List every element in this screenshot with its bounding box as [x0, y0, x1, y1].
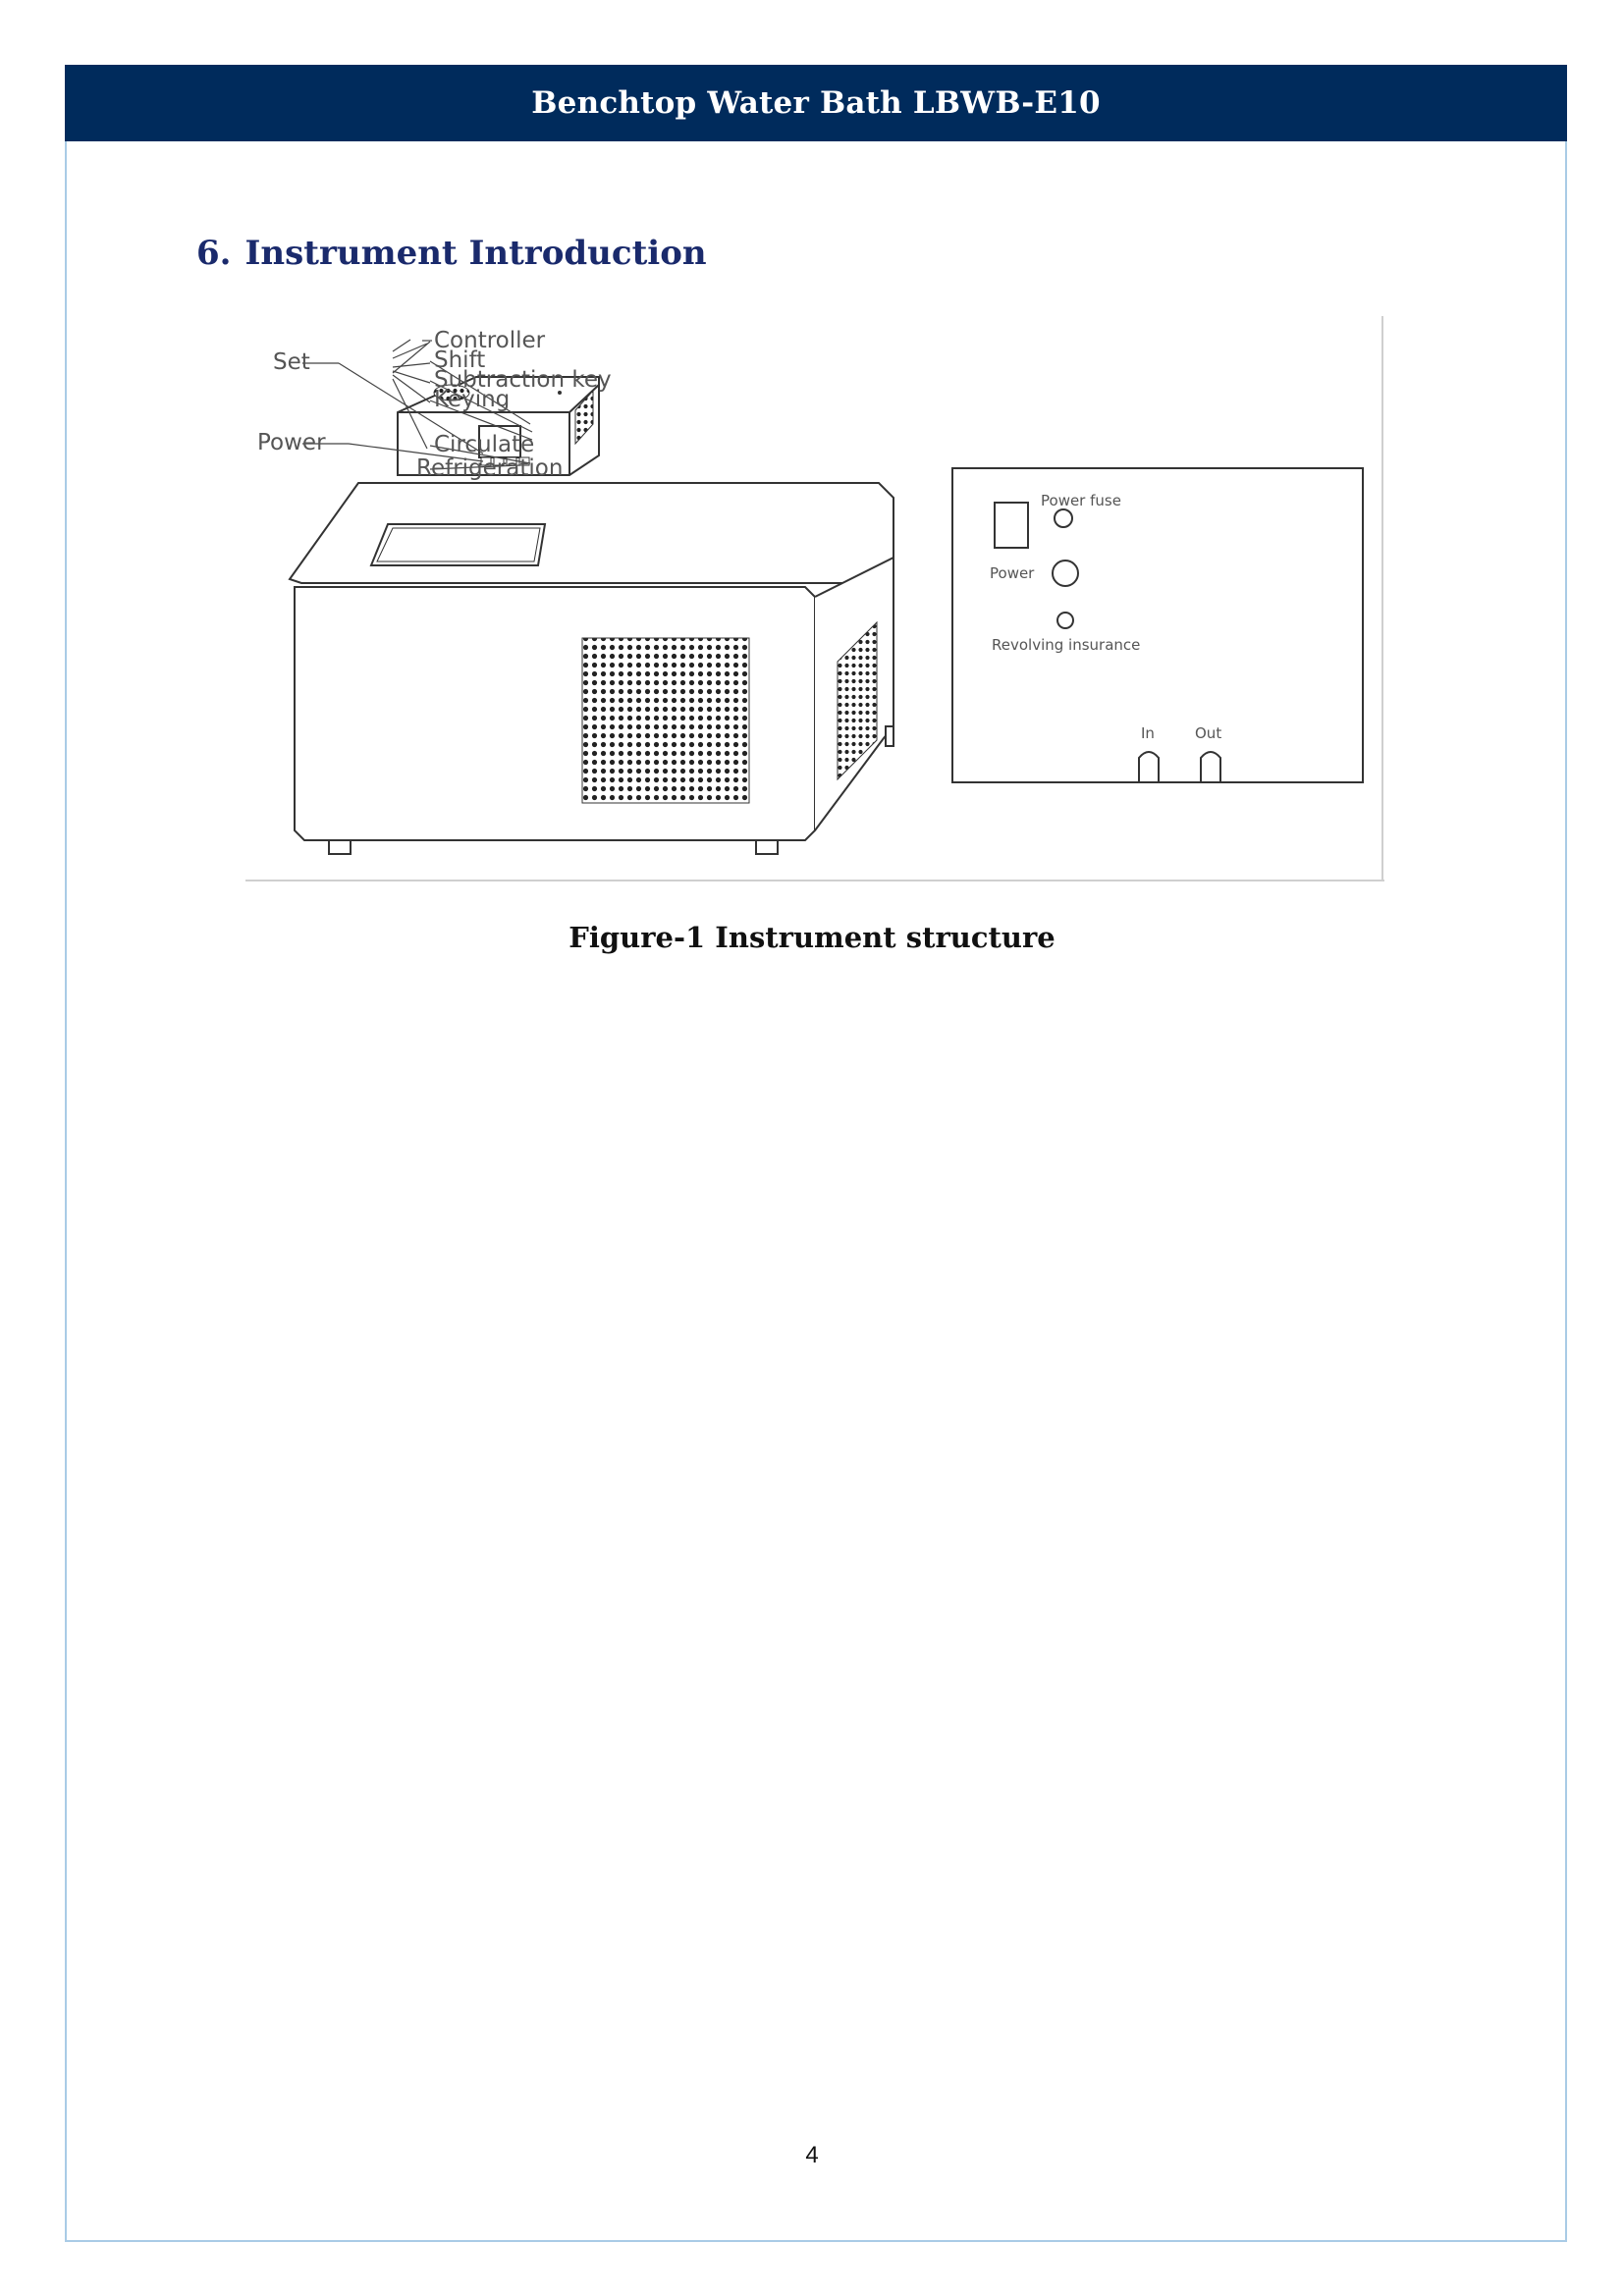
leader-lines	[302, 339, 484, 462]
rear-label-in: In	[1141, 724, 1155, 742]
document-header: Benchtop Water Bath LBWB-E10	[65, 65, 1567, 141]
label-refrigeration: Refrigeration	[416, 455, 563, 481]
rear-label-out: Out	[1195, 724, 1221, 742]
label-subtraction-key: Subtraction key	[434, 367, 612, 393]
leader-lines-right	[392, 341, 533, 470]
page-number: 4	[805, 2142, 819, 2168]
controller-box	[397, 376, 600, 476]
instrument-diagram: Set Power Controller Shift Subtraction k…	[245, 316, 1384, 881]
rear-label-power-fuse: Power fuse	[1041, 492, 1121, 509]
figure-caption: Figure-1 Instrument structure	[568, 921, 1056, 954]
rear-panel	[951, 467, 1364, 783]
label-power: Power	[257, 430, 326, 455]
controller-side-vent	[574, 389, 594, 446]
section-number: 6.	[196, 234, 232, 273]
section-heading: 6. Instrument Introduction	[196, 234, 707, 273]
header-title: Benchtop Water Bath LBWB-E10	[531, 85, 1101, 121]
label-controller: Controller	[434, 328, 546, 353]
section-title: Instrument Introduction	[244, 234, 707, 273]
label-keying: Keying	[434, 387, 510, 412]
rear-label-power: Power	[990, 564, 1035, 582]
label-circulate: Circulate	[434, 432, 534, 457]
label-shift: Shift	[434, 347, 485, 373]
label-set: Set	[273, 349, 310, 375]
side-vent-grille	[837, 620, 878, 781]
instrument-structure-figure: Set Power Controller Shift Subtraction k…	[245, 316, 1384, 883]
front-vent-grille	[581, 637, 750, 804]
rear-label-revolving-insurance: Revolving insurance	[992, 636, 1140, 654]
controller-indicator-dot	[558, 391, 562, 395]
